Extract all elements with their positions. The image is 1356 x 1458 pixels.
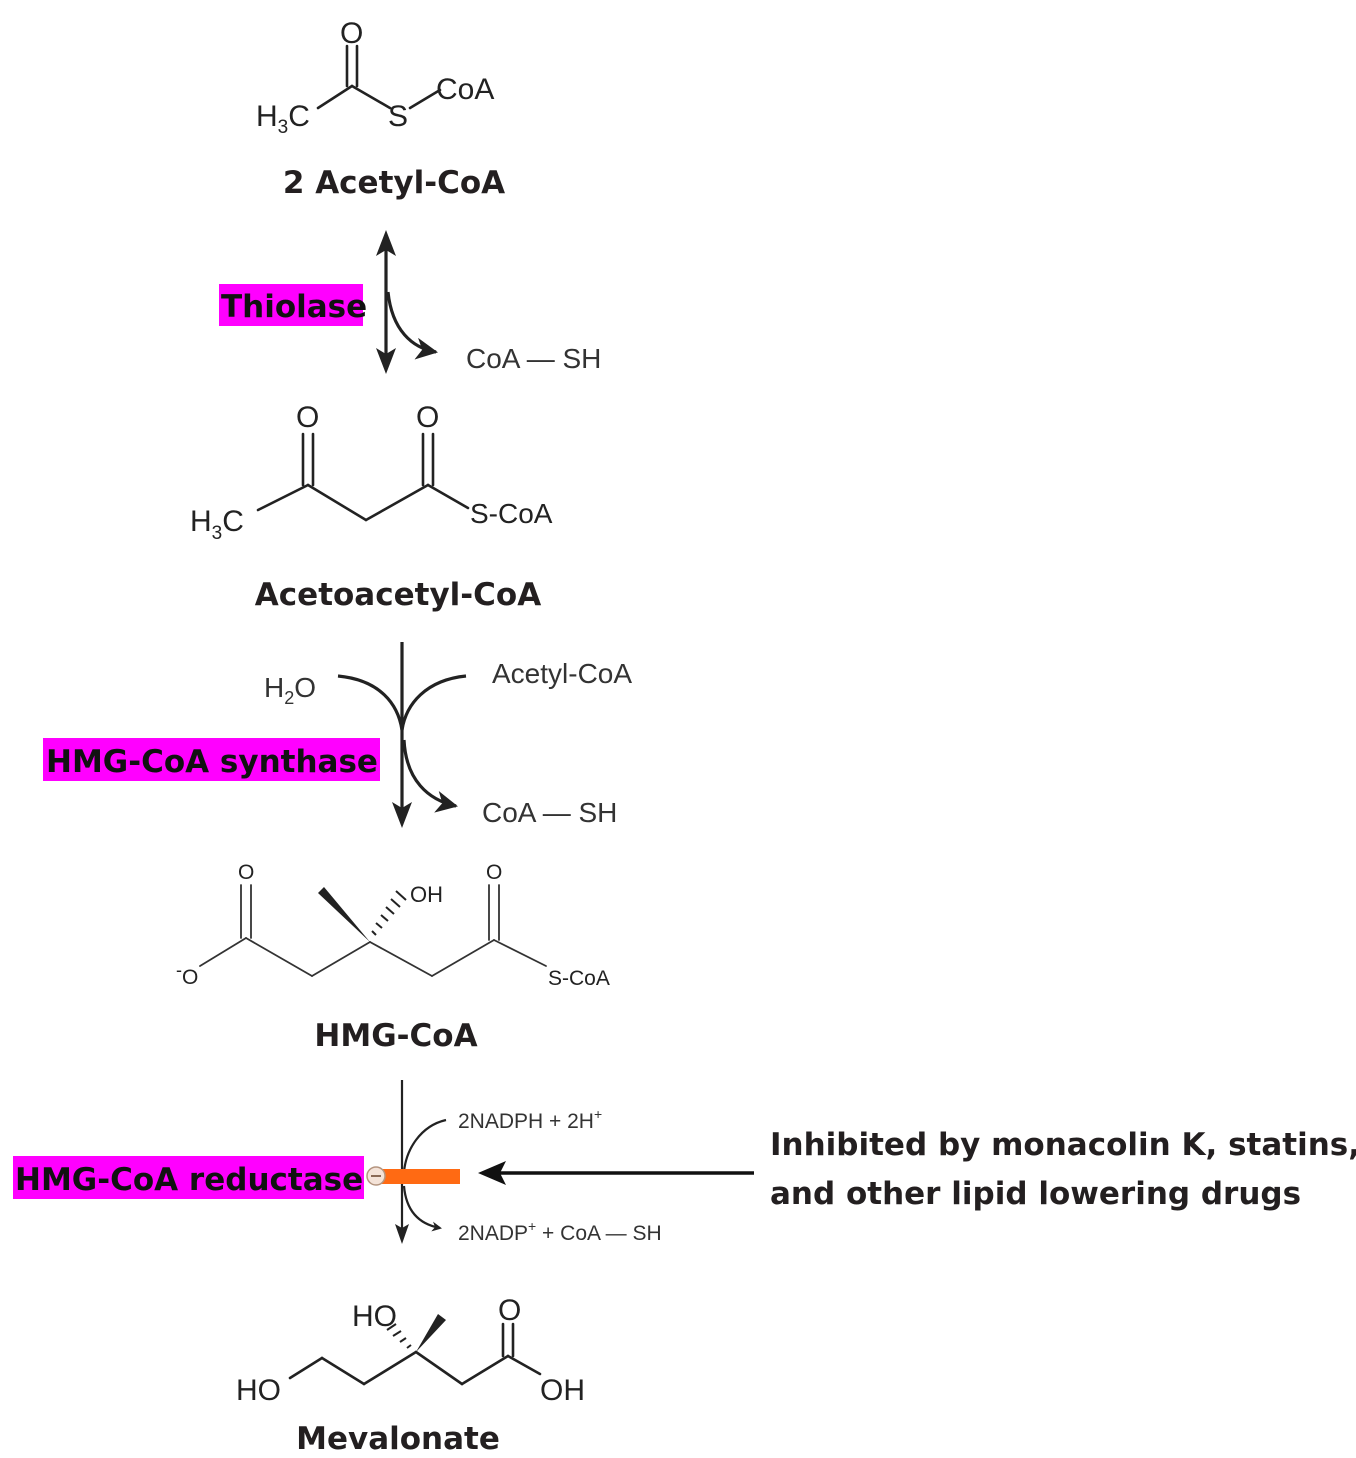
inhibition-minus-icon <box>366 1166 386 1186</box>
enzyme-hmg-reductase-label: HMG-CoA reductase <box>15 1162 363 1198</box>
synthase-acetyl-coa-substrate: Acetyl-CoA <box>492 658 632 689</box>
compound-hmg-coa-label: HMG-CoA <box>314 1018 477 1054</box>
hmg-coa-structure: O O OH -O S-CoA <box>176 861 610 990</box>
synthase-coa-sh-product: CoA — SH <box>482 797 617 828</box>
synthase-water-substrate: H2O <box>264 672 316 708</box>
hmg-synthase-highlight <box>43 738 380 781</box>
compound-acetoacetyl-coa-label: Acetoacetyl-CoA <box>255 577 541 613</box>
carbonyl-oxygen: O <box>340 17 363 50</box>
tertiary-hydroxyl: HO <box>352 1300 397 1333</box>
thioester-oxygen: O <box>486 861 502 884</box>
sulfur-atom: S <box>388 100 408 133</box>
carboxyl-hydroxyl: OH <box>540 1374 585 1407</box>
inhibition-bar <box>380 1169 460 1184</box>
s-coa-group: S-CoA <box>548 967 610 990</box>
enzyme-thiolase-label: Thiolase <box>221 289 367 325</box>
inhibition-note-line2: and other lipid lowering drugs <box>770 1176 1301 1212</box>
hydroxyl-group: OH <box>410 882 443 907</box>
reductase-nadph-substrate: 2NADPH + 2H+ <box>458 1106 602 1133</box>
acetoacetyl-coa-structure: O O S-CoA H3C <box>190 401 553 544</box>
thiolase-reaction-arrows <box>376 230 438 374</box>
inhibition-note-line1: Inhibited by monacolin K, statins, <box>770 1127 1356 1163</box>
thiolase-highlight <box>219 284 363 326</box>
carboxylate-oxygen: O <box>238 861 254 884</box>
compound-acetyl-coa-label: 2 Acetyl-CoA <box>283 165 505 201</box>
compound-mevalonate-label: Mevalonate <box>296 1421 500 1457</box>
carboxyl-oxygen: O <box>498 1294 521 1327</box>
mevalonate-structure: O HO HO OH <box>236 1294 585 1407</box>
hmg-reductase-highlight <box>13 1156 364 1199</box>
methyl-group: H3C <box>190 505 244 544</box>
acetyl-coa-structure: O S CoA H3C <box>256 17 494 138</box>
ketone-oxygen: O <box>296 401 319 434</box>
reductase-nadp-product: 2NADP+ + CoA — SH <box>458 1218 662 1245</box>
thiolase-coa-sh-product: CoA — SH <box>466 343 601 374</box>
thioester-oxygen: O <box>416 401 439 434</box>
enzyme-hmg-synthase-label: HMG-CoA synthase <box>46 744 378 780</box>
carboxylate-anion: -O <box>176 960 198 989</box>
synthase-reaction-arrows <box>337 642 467 828</box>
reductase-reaction-arrows <box>395 1080 447 1244</box>
inhibitor-arrow <box>478 1161 754 1185</box>
methyl-group: H3C <box>256 100 310 138</box>
coa-group: CoA <box>436 73 494 106</box>
primary-hydroxyl: HO <box>236 1374 281 1407</box>
s-coa-group: S-CoA <box>470 498 553 529</box>
